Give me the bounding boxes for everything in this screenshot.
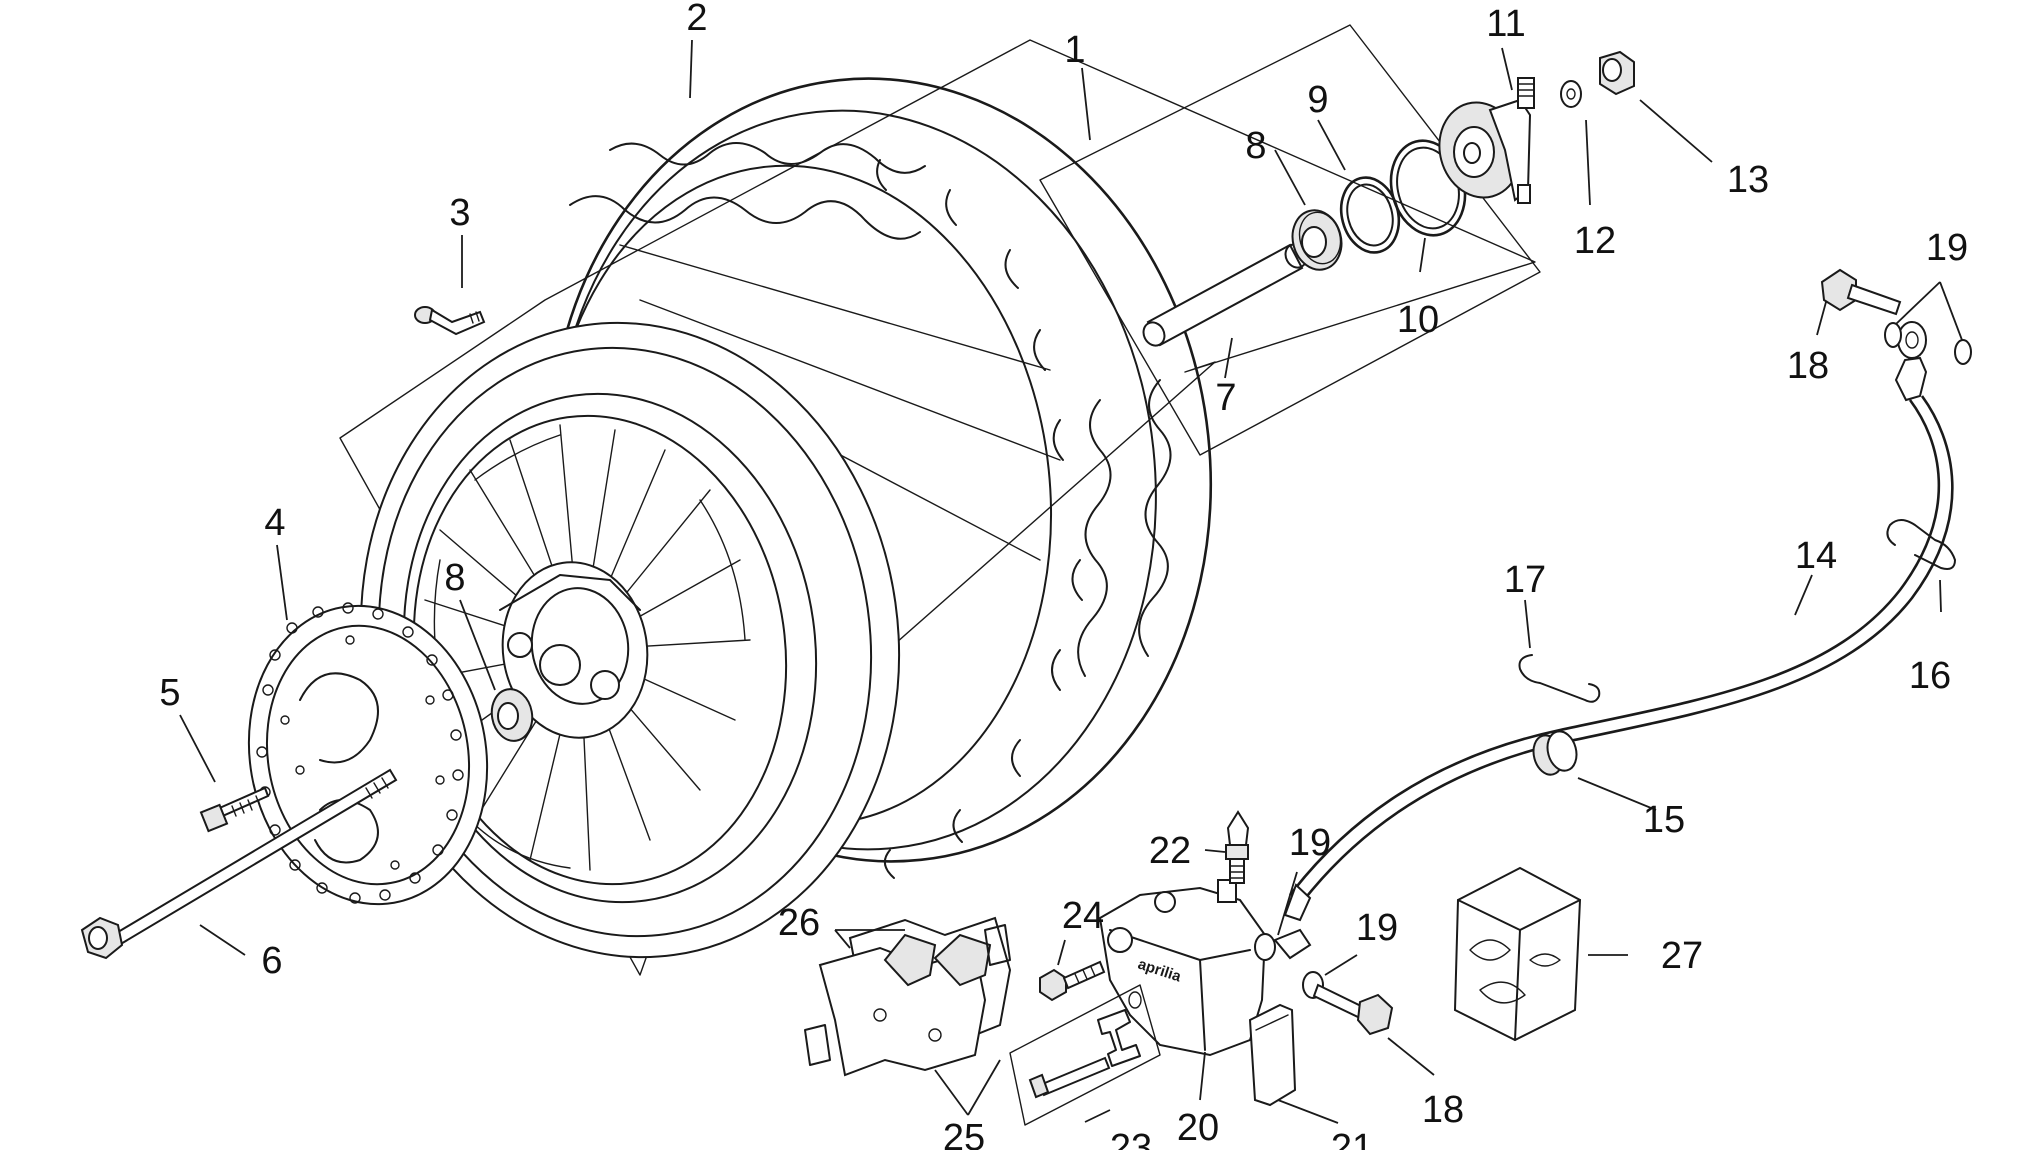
- callout-2: 2: [686, 0, 707, 39]
- callout-27: 27: [1661, 935, 1703, 977]
- axle-bearing: [1291, 209, 1343, 271]
- callout-labels: 1 2 3 4 5 6 7 8 8 9 10 11 12 13 14 15 16…: [159, 0, 1968, 1150]
- callout-19-top: 19: [1926, 227, 1968, 269]
- wheel-axle: [80, 768, 398, 960]
- rim: [359, 321, 901, 959]
- leader-lines: [179, 39, 1963, 1124]
- washer-12: [1560, 80, 1582, 108]
- callout-8-axle: 8: [1245, 125, 1266, 167]
- callout-1: 1: [1064, 29, 1085, 71]
- pad-spring: [1248, 1003, 1297, 1107]
- pad-pin-kit: [1009, 984, 1161, 1126]
- callout-7: 7: [1215, 377, 1236, 419]
- callout-4: 4: [264, 502, 285, 544]
- callout-23: 23: [1110, 1127, 1152, 1150]
- brake-pads: [804, 916, 1012, 1077]
- callout-13: 13: [1727, 159, 1769, 201]
- callout-3: 3: [449, 192, 470, 234]
- callout-18-lower: 18: [1422, 1089, 1464, 1131]
- cable-clip: [1518, 654, 1601, 703]
- callout-25: 25: [943, 1117, 985, 1150]
- disc-bolt: [199, 786, 270, 833]
- spacer-tube: [1142, 243, 1308, 347]
- callout-8-hub: 8: [444, 557, 465, 599]
- brake-hose: [1283, 321, 1954, 922]
- callout-6: 6: [261, 940, 282, 982]
- callout-14: 14: [1795, 535, 1837, 577]
- callout-20: 20: [1177, 1107, 1219, 1149]
- axle-kit-outline: [1039, 24, 1541, 456]
- brake-caliper: aprilia: [1098, 879, 1267, 1057]
- sealing-washer-top: [1884, 322, 1972, 365]
- bleed-screw: [1225, 810, 1250, 884]
- caliper-bolt: [1039, 960, 1106, 1002]
- hose-clip: [1886, 519, 1956, 570]
- callout-22: 22: [1149, 830, 1191, 872]
- sticker-kit: [1453, 866, 1582, 1042]
- axle-nut: [1599, 50, 1635, 96]
- callout-17: 17: [1504, 559, 1546, 601]
- callout-10: 10: [1397, 299, 1439, 341]
- tyre-valve: [414, 306, 486, 336]
- callout-16: 16: [1909, 655, 1951, 697]
- callout-19-middle: 19: [1289, 822, 1331, 864]
- banjo-bolt-lower: [1312, 983, 1394, 1036]
- callout-12: 12: [1574, 220, 1616, 262]
- callout-18-top: 18: [1787, 345, 1829, 387]
- callout-5: 5: [159, 672, 180, 714]
- callout-11: 11: [1486, 3, 1525, 45]
- callout-24: 24: [1062, 895, 1104, 937]
- callout-19-lower: 19: [1356, 907, 1398, 949]
- sealing-washer-lower: [1254, 928, 1324, 999]
- callout-15: 15: [1643, 799, 1685, 841]
- hose-grommet: [1532, 730, 1578, 776]
- snap-ring: [1339, 176, 1401, 254]
- callout-21: 21: [1331, 1127, 1373, 1150]
- callout-26: 26: [778, 902, 820, 944]
- hub-bearing: [490, 688, 534, 742]
- speedometer-drive: [1438, 77, 1535, 204]
- callout-9: 9: [1307, 79, 1328, 121]
- banjo-bolt-top: [1820, 268, 1902, 316]
